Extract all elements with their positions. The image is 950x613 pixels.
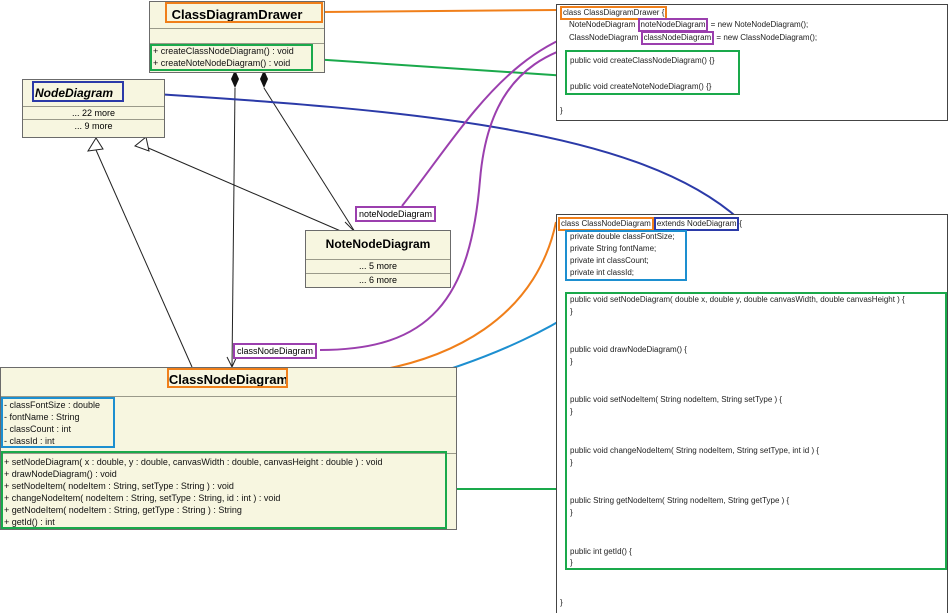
code-panel-classdiagramdrawer: class ClassDiagramDrawer { NoteNodeDiagr…: [556, 4, 948, 121]
class-title: ClassNodeDiagram: [1, 368, 456, 397]
attribute-item: - fontName : String: [4, 412, 80, 422]
code-method: public void drawNodeDiagram() {: [570, 345, 687, 354]
class-name: ClassNodeDiagram: [168, 372, 289, 387]
method-item: + changeNodeItem( nodeItem : String, set…: [4, 493, 281, 503]
highlight-classnode-attributes: [1, 397, 115, 448]
generalization-triangle-2: [133, 136, 150, 152]
composition-line-classnode: [231, 87, 236, 368]
class-title: NoteNodeDiagram: [306, 231, 450, 260]
highlight-drawer-name: [165, 2, 323, 23]
map-curve-nodediagram: [122, 91, 741, 221]
node-diagram-box[interactable]: NodeDiagram ... 22 more ... 9 more: [22, 79, 165, 138]
highlight-code-methods: [565, 50, 740, 95]
highlight-classnode-name: [167, 368, 288, 388]
highlight-code-fields: [565, 230, 687, 281]
code-method-close: }: [570, 407, 573, 416]
highlight-classnode-methods: [1, 451, 447, 529]
composition-diamond-2: [260, 70, 268, 88]
composition-line-notenode: [263, 87, 356, 233]
code-field-name: noteNodeDiagram: [637, 18, 709, 32]
collapsed-members: ... 9 more: [74, 121, 113, 131]
code-field-init: = new ClassNodeDiagram();: [716, 33, 818, 42]
code-method: public String getNodeItem( String nodeIt…: [570, 496, 790, 505]
collapsed-members: ... 6 more: [358, 275, 397, 285]
code-header-text: class ClassDiagramDrawer {: [560, 6, 668, 20]
code-field-classnode: ClassNodeDiagram classNodeDiagram = new …: [569, 31, 817, 45]
code-close-brace: }: [560, 598, 563, 607]
class-name: NodeDiagram: [35, 86, 114, 100]
inheritance-line-classnode: [95, 149, 193, 368]
code-class-name: class ClassNodeDiagram: [558, 217, 654, 231]
code-method: public void setNodeItem( String nodeItem…: [570, 395, 783, 404]
method-item: + createClassNodeDiagram() : void: [153, 46, 294, 56]
code-method-close: }: [570, 357, 573, 366]
highlight-nodediagram-name: [32, 81, 124, 102]
highlight-code-methods: [565, 292, 947, 570]
code-method: public void createClassNodeDiagram() {}: [570, 56, 715, 65]
code-method-close: }: [570, 508, 573, 517]
code-method: public void createNoteNodeDiagram() {}: [570, 82, 712, 91]
attributes-section: - classFontSize : double - fontName : St…: [1, 397, 456, 454]
code-field-init: = new NoteNodeDiagram();: [710, 20, 809, 29]
class-title: NodeDiagram: [23, 80, 164, 107]
code-method-close: }: [570, 307, 573, 316]
code-open-brace: {: [739, 219, 743, 228]
method-item: + drawNodeDiagram() : void: [4, 469, 117, 479]
methods-section: + createClassNodeDiagram() : void + crea…: [150, 44, 324, 73]
code-field: private int classCount;: [570, 256, 649, 265]
class-name: NoteNodeDiagram: [325, 237, 431, 251]
code-field-note: NoteNodeDiagram noteNodeDiagram = new No…: [569, 18, 808, 32]
class-node-diagram-box[interactable]: ClassNodeDiagram - classFontSize : doubl…: [0, 367, 457, 530]
code-field: private double classFontSize;: [570, 232, 675, 241]
code-field: private String fontName;: [570, 244, 657, 253]
attribute-item: - classFontSize : double: [4, 400, 101, 410]
method-item: + getId() : int: [4, 517, 55, 527]
method-item: + setNodeItem( nodeItem : String, setTyp…: [4, 481, 234, 491]
method-item: + createNoteNodeDiagram() : void: [153, 58, 291, 68]
collapsed-members: ... 22 more: [23, 107, 164, 120]
composition-diamond-1: [231, 70, 239, 88]
method-item: + setNodeDiagram( x : double, y : double…: [4, 457, 383, 467]
map-line-classname: [321, 9, 558, 13]
code-class-header: class ClassDiagramDrawer {: [560, 6, 668, 20]
code-method: public int getId() {: [570, 547, 632, 556]
class-name: ClassDiagramDrawer: [171, 7, 303, 22]
method-item: + getNodeItem( nodeItem : String, getTyp…: [4, 505, 242, 515]
role-label-classnode: classNodeDiagram: [233, 343, 318, 359]
code-field-type: NoteNodeDiagram: [569, 20, 636, 29]
code-close-brace: }: [560, 106, 563, 115]
map-line-methods: [311, 58, 569, 77]
class-diagram-drawer-box[interactable]: ClassDiagramDrawer + createClassNodeDiag…: [149, 1, 325, 73]
code-field-name: classNodeDiagram: [640, 31, 715, 45]
role-label-note: noteNodeDiagram: [355, 206, 437, 222]
highlight-drawer-methods: [150, 44, 313, 71]
code-field-type: ClassNodeDiagram: [569, 33, 639, 42]
inheritance-line-notenode: [145, 146, 344, 233]
code-field: private int classId;: [570, 268, 635, 277]
code-method: public void setNodeDiagram( double x, do…: [570, 295, 905, 304]
code-method-close: }: [570, 558, 573, 567]
class-title: ClassDiagramDrawer: [150, 2, 324, 29]
attribute-item: - classCount : int: [4, 424, 72, 434]
generalization-triangle-1: [87, 137, 104, 152]
note-node-diagram-box[interactable]: NoteNodeDiagram ... 5 more ... 6 more: [305, 230, 451, 288]
methods-section: + setNodeDiagram( x : double, y : double…: [1, 454, 456, 534]
attributes-section: [150, 29, 324, 44]
code-method: public void changeNodeItem( String nodeI…: [570, 446, 820, 455]
collapsed-members: ... 5 more: [306, 260, 450, 274]
code-method-close: }: [570, 458, 573, 467]
attribute-item: - classId : int: [4, 436, 55, 446]
code-extends: extends NodeDiagram: [653, 217, 740, 231]
